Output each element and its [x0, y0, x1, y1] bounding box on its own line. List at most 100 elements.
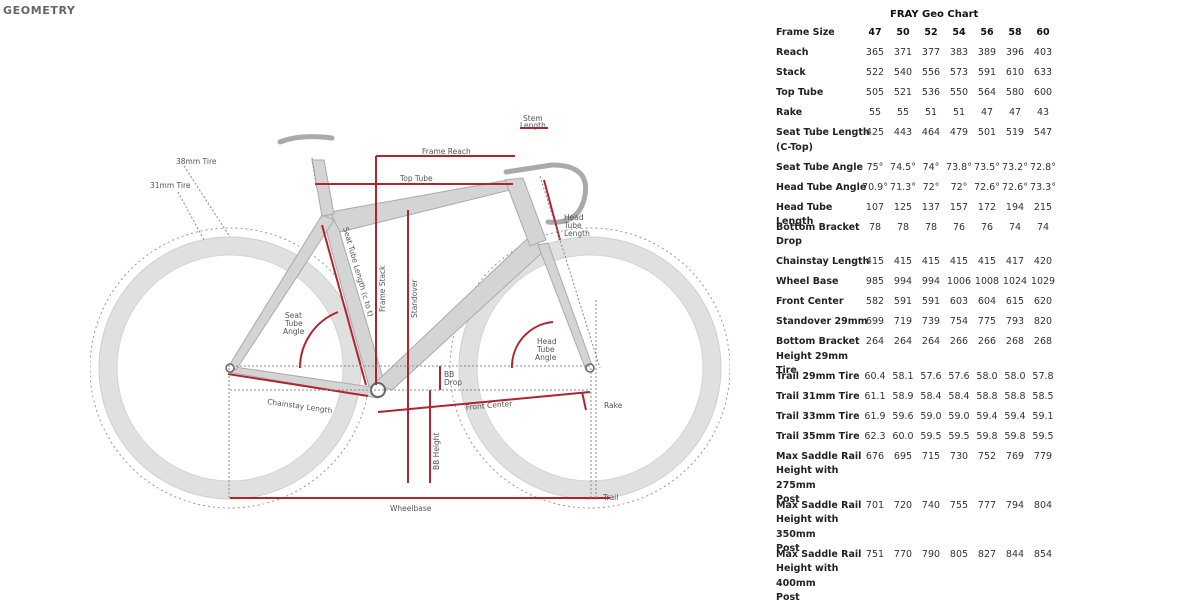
table-cell: 266 [949, 336, 969, 347]
table-cell: 55 [896, 107, 910, 118]
label-38mm-tire: 38mm Tire [176, 157, 217, 166]
table-cell: 522 [865, 67, 885, 78]
row-label: Frame Size [776, 27, 835, 38]
row-label: Head Tube Length [776, 201, 872, 230]
table-cell: 59.4 [976, 410, 998, 422]
row-label-line: Top Tube [776, 87, 824, 98]
row-label-line: Drop [776, 236, 802, 247]
row-label-line: Head Tube Length [776, 201, 833, 228]
row-label: Standover 29mm [776, 315, 872, 330]
table-cell: 57.8 [1032, 370, 1054, 382]
row-label-line: Height 29mm Tire [776, 350, 849, 377]
row-label-line: Trail 31mm Tire [776, 390, 860, 402]
row-label: Stack [776, 66, 872, 81]
table-cell: 719 [893, 316, 913, 327]
row-label: Seat Tube Angle [776, 161, 872, 176]
row-label-line: Post [776, 494, 800, 505]
row-label-line: Height with 275mm [776, 465, 839, 491]
size-header-cell: 56 [980, 27, 994, 38]
table-cell: 389 [977, 47, 997, 58]
label-seat-tube-angle-1: Seat [285, 311, 302, 320]
bike-geometry-diagram: 38mm Tire 31mm Tire Stem Length Frame Re… [90, 114, 730, 513]
size-header-cell: 60 [1036, 27, 1050, 38]
label-frame-stack: Frame Stack [378, 265, 387, 312]
table-cell: 695 [893, 450, 913, 462]
label-head-tube-angle-3: Angle [535, 353, 557, 362]
table-cell: 633 [1033, 67, 1053, 78]
row-label: Seat Tube Length(C-Top) [776, 126, 872, 155]
table-cell: 556 [921, 67, 941, 78]
table-cell: 264 [921, 336, 941, 347]
table-cell: 417 [1005, 256, 1025, 267]
table-cell: 58.5 [1032, 390, 1054, 402]
row-label: Top Tube [776, 86, 872, 101]
table-cell: 58.9 [892, 390, 914, 402]
row-label-line: Wheel Base [776, 276, 839, 287]
table-cell: 464 [921, 127, 941, 138]
row-label: Wheel Base [776, 275, 872, 290]
table-cell: 59.8 [976, 430, 998, 442]
table-cell: 60.4 [864, 370, 886, 382]
table-cell: 57.6 [948, 370, 970, 382]
table-cell: 157 [949, 201, 969, 213]
table-cell: 994 [893, 276, 913, 287]
table-cell: 75° [866, 161, 884, 173]
row-label: Head Tube Angle [776, 181, 872, 196]
table-cell: 699 [865, 316, 885, 327]
table-cell: 371 [893, 47, 913, 58]
table-cell: 540 [893, 67, 913, 78]
table-cell: 76 [980, 221, 994, 233]
table-cell: 76 [952, 221, 966, 233]
row-label-line: Trail 29mm Tire [776, 370, 860, 382]
table-cell: 604 [977, 296, 997, 307]
row-label-line: Reach [776, 47, 809, 58]
label-head-tube-angle-1: Head [537, 337, 557, 346]
table-cell: 573 [949, 67, 969, 78]
row-label-line: Trail 33mm Tire [776, 410, 860, 422]
row-label-line: Height with 400mm [776, 563, 839, 589]
row-label-line: Seat Tube Length [776, 127, 870, 138]
table-cell: 266 [977, 336, 997, 347]
table-cell: 72.6° [1002, 181, 1028, 193]
label-seat-tube-angle-3: Angle [283, 327, 305, 336]
geo-chart-title: FRAY Geo Chart [890, 9, 979, 20]
label-top-tube: Top Tube [399, 174, 433, 183]
table-cell: 600 [1033, 87, 1053, 98]
table-cell: 615 [1005, 296, 1025, 307]
table-cell: 264 [865, 336, 885, 347]
table-cell: 59.8 [1004, 430, 1026, 442]
table-cell: 582 [865, 296, 885, 307]
table-cell: 591 [893, 296, 913, 307]
table-cell: 794 [1005, 499, 1025, 511]
table-cell: 739 [921, 316, 941, 327]
section-title: GEOMETRY [3, 4, 76, 17]
table-cell: 415 [921, 256, 941, 267]
label-chainstay-length: Chainstay Length [267, 397, 333, 415]
table-cell: 415 [893, 256, 913, 267]
size-header-cell: 47 [868, 27, 882, 38]
table-cell: 58.1 [892, 370, 914, 382]
dimension-lines [227, 127, 610, 499]
table-cell: 564 [977, 87, 997, 98]
table-cell: 73.5° [974, 161, 1000, 173]
table-cell: 770 [893, 548, 913, 560]
table-cell: 620 [1033, 296, 1053, 307]
label-seat-tube-angle-2: Tube [284, 319, 303, 328]
table-cell: 74.5° [890, 161, 916, 173]
table-cell: 420 [1033, 256, 1053, 267]
table-cell: 59.5 [1032, 430, 1054, 442]
table-cell: 59.0 [920, 410, 942, 422]
table-cell: 755 [949, 499, 969, 511]
table-cell: 505 [865, 87, 885, 98]
table-cell: 43 [1036, 107, 1050, 118]
row-label-line: Standover 29mm [776, 316, 868, 327]
row-label-line: Trail 35mm Tire [776, 430, 860, 442]
table-cell: 827 [977, 548, 997, 560]
table-cell: 172 [977, 201, 997, 213]
table-cell: 78 [924, 221, 938, 233]
label-head-tube-angle-2: Tube [536, 345, 555, 354]
row-label-line: Seat Tube Angle [776, 161, 863, 173]
row-label-line: Max Saddle Rail [776, 450, 862, 462]
